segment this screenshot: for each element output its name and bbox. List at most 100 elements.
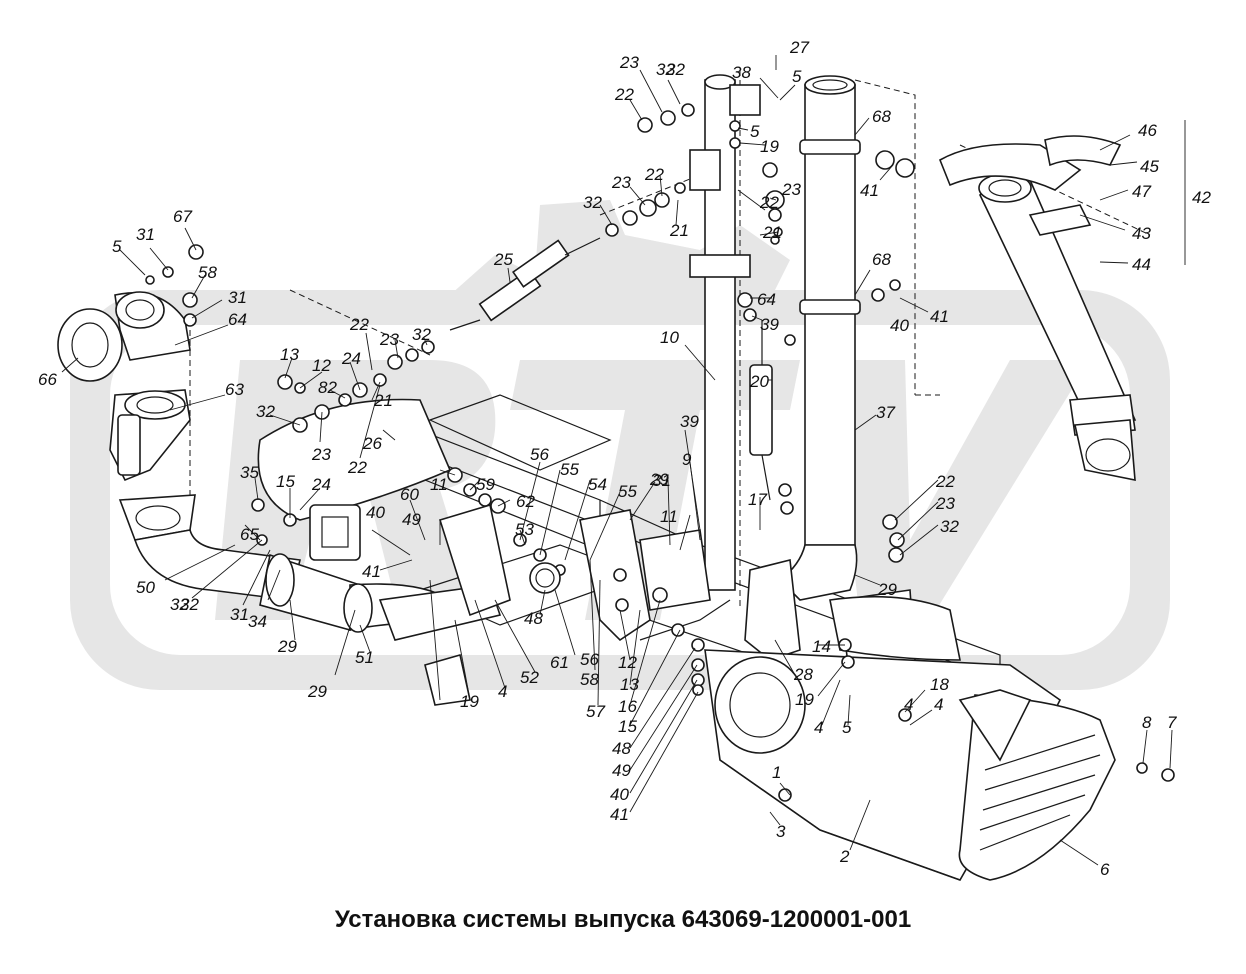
callout-label: 56 <box>580 650 599 669</box>
callout-label: 41 <box>930 307 949 326</box>
callout-label: 47 <box>1132 182 1151 201</box>
callout-label: 22 <box>935 472 955 491</box>
callout-label: 29 <box>649 470 669 489</box>
callout-label: 24 <box>341 349 361 368</box>
callout-label: 42 <box>1192 188 1211 207</box>
callout-label: 13 <box>280 345 299 364</box>
callout-label: 60 <box>400 485 419 504</box>
callout-label: 26 <box>362 434 382 453</box>
callout-label: 11 <box>430 475 448 494</box>
callout-label: 21 <box>669 221 689 240</box>
callout-label: 43 <box>1132 224 1151 243</box>
callout-label: 48 <box>612 739 631 758</box>
callout-label: 29 <box>277 637 297 656</box>
callout-label: 40 <box>890 316 909 335</box>
callout-label: 48 <box>524 609 543 628</box>
callout-label: 6 <box>1100 860 1110 879</box>
callout-label: 4 <box>814 718 823 737</box>
callout-label: 39 <box>680 412 699 431</box>
fasteners <box>145 103 1175 802</box>
callout-label: 14 <box>812 637 831 656</box>
callout-label: 10 <box>660 328 679 347</box>
callout-label: 20 <box>749 372 769 391</box>
callout-label: 41 <box>610 805 629 824</box>
heat-shield-plate <box>257 398 452 561</box>
callout-label: 65 <box>240 525 259 544</box>
callout-label: 4 <box>904 695 913 714</box>
callout-label: 31 <box>230 605 249 624</box>
callout-label: 31 <box>136 225 155 244</box>
callout-label: 5 <box>750 122 760 141</box>
callout-label: 66 <box>38 370 57 389</box>
callout-label: 3 <box>776 822 786 841</box>
callout-label: 55 <box>618 482 637 501</box>
inclined-pipe <box>938 135 1137 481</box>
callout-label: 8 <box>1142 713 1152 732</box>
callout-label: 5 <box>792 67 802 86</box>
callout-label: 40 <box>610 785 629 804</box>
callout-label: 38 <box>732 63 751 82</box>
callout-label: 13 <box>620 675 639 694</box>
callout-labels: 1 2 3 4 4 4 4 5 5 5 5 6 7 8 9 10 11 11 1… <box>38 38 1211 879</box>
exhaust-stack <box>778 75 861 601</box>
callout-label: 67 <box>173 207 192 226</box>
callout-label: 61 <box>550 653 569 672</box>
callout-label: 41 <box>362 562 381 581</box>
callout-label: 32 <box>256 402 275 421</box>
callout-label: 11 <box>660 507 678 526</box>
callout-label: 32 <box>180 595 199 614</box>
support-pillar <box>689 74 761 591</box>
callout-label: 19 <box>795 690 814 709</box>
callout-label: 23 <box>311 445 331 464</box>
callout-label: 53 <box>515 520 534 539</box>
callout-label: 41 <box>860 181 879 200</box>
callout-label: 63 <box>225 380 244 399</box>
turbo-outlet-elbow <box>57 291 191 482</box>
callout-label: 5 <box>842 718 852 737</box>
callout-label: 44 <box>1132 255 1151 274</box>
callout-label: 57 <box>586 702 605 721</box>
callout-label: 68 <box>872 250 891 269</box>
callout-label: 16 <box>618 697 637 716</box>
callout-label: 32 <box>412 325 431 344</box>
muffler-body <box>704 595 1116 881</box>
callout-label: 21 <box>762 223 782 242</box>
callout-label: 50 <box>136 578 155 597</box>
callout-label: 4 <box>498 682 507 701</box>
callout-label: 18 <box>930 675 949 694</box>
diagram-caption: Установка системы выпуска 643069-1200001… <box>334 906 912 933</box>
callout-label: 19 <box>760 137 779 156</box>
callout-label: 5 <box>112 237 122 256</box>
callout-label: 32 <box>583 193 602 212</box>
exhaust-system-diagram: 1 2 3 4 4 4 4 5 5 5 5 6 7 8 9 10 11 11 1… <box>38 38 1211 881</box>
callout-label: 31 <box>228 288 247 307</box>
callout-label: 19 <box>460 692 479 711</box>
callout-label: 22 <box>644 165 664 184</box>
callout-label: 55 <box>560 460 579 479</box>
watermark-letter-t <box>510 360 800 620</box>
callout-label: 27 <box>789 38 809 57</box>
callout-label: 4 <box>934 695 943 714</box>
callout-label: 82 <box>318 378 337 397</box>
callout-label: 56 <box>530 445 549 464</box>
callout-label: 49 <box>402 510 421 529</box>
callout-label: 54 <box>588 475 607 494</box>
damper-rods <box>449 237 773 501</box>
callout-label: 23 <box>935 494 955 513</box>
callout-label: 58 <box>198 263 217 282</box>
callout-label: 9 <box>682 450 692 469</box>
callout-label: 22 <box>614 85 634 104</box>
callout-label: 52 <box>520 668 539 687</box>
callout-label: 15 <box>618 717 637 736</box>
callout-label: 21 <box>373 391 393 410</box>
callout-label: 64 <box>757 290 776 309</box>
callout-label: 68 <box>872 107 891 126</box>
callout-label: 35 <box>240 463 259 482</box>
callout-label: 62 <box>516 492 535 511</box>
callout-label: 31 <box>652 471 671 490</box>
callout-label: 32 <box>666 60 685 79</box>
callout-label: 32 <box>940 517 959 536</box>
callout-label: 12 <box>312 356 331 375</box>
callout-label: 22 <box>349 315 369 334</box>
callout-label: 15 <box>276 472 295 491</box>
